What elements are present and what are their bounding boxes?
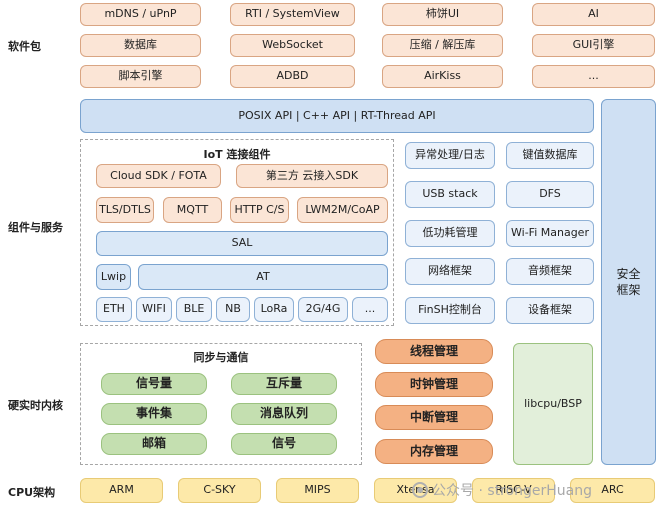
- iot-title: IoT 连接组件: [203, 148, 271, 161]
- package-airkiss: AirKiss: [382, 65, 503, 88]
- at-layer: AT: [138, 264, 388, 290]
- sync-signal: 信号: [231, 433, 337, 455]
- cpu-arc: ARC: [570, 478, 655, 503]
- cpu-mips: MIPS: [276, 478, 359, 503]
- package-websocket: WebSocket: [230, 34, 355, 57]
- wechat-icon: [412, 482, 428, 498]
- link-ble: BLE: [176, 297, 212, 322]
- link-lora: LoRa: [254, 297, 294, 322]
- watermark-text: 公众号 · strongerHuang: [432, 483, 593, 499]
- sync-semaphore: 信号量: [101, 373, 207, 395]
- package-script-engine: 脚本引擎: [80, 65, 201, 88]
- package-compression: 压缩 / 解压库: [382, 34, 503, 57]
- cpu-arm: ARM: [80, 478, 163, 503]
- layer-label-packages: 软件包: [8, 40, 41, 53]
- sync-section: [80, 343, 362, 465]
- cloud-sdk-fota: Cloud SDK / FOTA: [96, 164, 221, 188]
- link-wifi: WIFI: [136, 297, 172, 322]
- link-2g-4g: 2G/4G: [298, 297, 348, 322]
- security-framework: 安全 框架: [601, 99, 656, 465]
- libcpu-bsp: libcpu/BSP: [513, 343, 593, 465]
- protocol-tls-dtls: TLS/DTLS: [96, 197, 154, 223]
- sync-mailbox: 邮箱: [101, 433, 207, 455]
- lwip-stack: Lwip: [96, 264, 131, 290]
- sync-mutex: 互斥量: [231, 373, 337, 395]
- sync-title: 同步与通信: [193, 351, 249, 364]
- kernel-interrupt-mgmt: 中断管理: [375, 405, 493, 430]
- package-gui-engine: GUI引擎: [532, 34, 655, 57]
- cpu-csky: C-SKY: [178, 478, 261, 503]
- kernel-clock-mgmt: 时钟管理: [375, 372, 493, 397]
- package-more: ...: [532, 65, 655, 88]
- posix-api-bar: POSIX API | C++ API | RT-Thread API: [80, 99, 594, 133]
- sync-event-set: 事件集: [101, 403, 207, 425]
- iot-section: [80, 139, 394, 326]
- service-network: 网络框架: [405, 258, 495, 285]
- watermark: 公众号 · strongerHuang: [412, 480, 592, 500]
- package-mdns-upnp: mDNS / uPnP: [80, 3, 201, 26]
- link-more: ...: [352, 297, 388, 322]
- kernel-memory-mgmt: 内存管理: [375, 439, 493, 464]
- sal-layer: SAL: [96, 231, 388, 256]
- third-party-cloud-sdk: 第三方 云接入SDK: [236, 164, 388, 188]
- service-audio: 音频框架: [506, 258, 594, 285]
- service-kv-database: 键值数据库: [506, 142, 594, 169]
- service-exception-log: 异常处理/日志: [405, 142, 495, 169]
- protocol-lwm2m-coap: LWM2M/CoAP: [297, 197, 388, 223]
- package-rti-systemview: RTI / SystemView: [230, 3, 355, 26]
- service-finsh-console: FinSH控制台: [405, 297, 495, 324]
- package-adbd: ADBD: [230, 65, 355, 88]
- link-eth: ETH: [96, 297, 132, 322]
- service-usb-stack: USB stack: [405, 181, 495, 208]
- layer-label-cpu: CPU架构: [8, 486, 56, 499]
- protocol-http: HTTP C/S: [230, 197, 289, 223]
- service-device-framework: 设备框架: [506, 297, 594, 324]
- package-ai: AI: [532, 3, 655, 26]
- package-ui: 柿饼UI: [382, 3, 503, 26]
- link-nb: NB: [216, 297, 250, 322]
- service-low-power: 低功耗管理: [405, 220, 495, 247]
- protocol-mqtt: MQTT: [163, 197, 222, 223]
- package-database: 数据库: [80, 34, 201, 57]
- sync-message-queue: 消息队列: [231, 403, 337, 425]
- service-dfs: DFS: [506, 181, 594, 208]
- kernel-thread-mgmt: 线程管理: [375, 339, 493, 364]
- service-wifi-manager: Wi-Fi Manager: [506, 220, 594, 247]
- cpu-riscv: RISC-V: [472, 478, 555, 503]
- layer-label-kernel: 硬实时内核: [8, 399, 63, 412]
- layer-label-components: 组件与服务: [8, 221, 63, 234]
